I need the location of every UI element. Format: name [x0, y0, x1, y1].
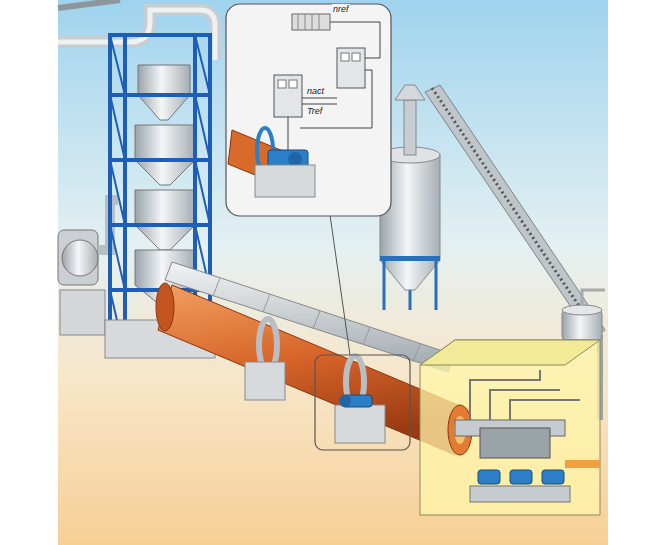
feed-conveyor — [58, 0, 120, 8]
kiln-pier — [335, 405, 385, 443]
kiln-pier — [245, 362, 285, 400]
burner-housing — [420, 340, 600, 515]
detail-frame — [315, 355, 410, 450]
background — [58, 0, 608, 545]
detail-inset — [226, 4, 391, 216]
kiln-inlet — [156, 283, 174, 331]
fan — [58, 230, 98, 285]
detail-leader — [330, 215, 350, 355]
signal-label: Tref — [306, 106, 323, 116]
fan-housing — [62, 240, 98, 276]
signal-label: nref — [332, 4, 350, 14]
signal-label: nact — [306, 86, 325, 96]
drive-gear — [339, 395, 351, 407]
foundation — [60, 290, 105, 335]
